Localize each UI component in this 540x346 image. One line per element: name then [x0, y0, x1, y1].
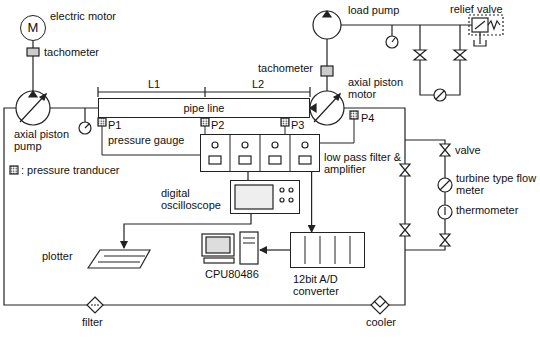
part-label: cooler	[366, 316, 396, 328]
computer: CPU80486	[200, 232, 260, 264]
part-label: turbine type flow meter	[456, 172, 538, 196]
part-label: P2	[211, 119, 224, 131]
legend-text: : pressure tranducer	[21, 164, 119, 176]
device-caption: low pass filter & amplifier	[324, 151, 419, 175]
part-label: P3	[291, 119, 304, 131]
part-label: electric motor	[50, 10, 116, 22]
pipe-line: pipe line	[98, 98, 310, 118]
node-text: pipe line	[99, 99, 309, 117]
part-label: valve	[455, 144, 481, 156]
device-caption: CPU80486	[205, 268, 259, 280]
part-label: axial piston pump	[14, 128, 76, 152]
device-caption: digital oscilloscope	[161, 187, 227, 211]
device-caption: 12bit A/D converter	[293, 273, 373, 297]
part-label: thermometer	[456, 204, 518, 216]
part-label: load pump	[348, 4, 399, 16]
node-text: M	[21, 16, 45, 40]
part-label: tachometer	[258, 62, 313, 74]
ad-converter: 12bit A/D converter	[290, 232, 365, 268]
signal-cable	[247, 172, 248, 180]
device-caption: plotter	[42, 250, 73, 262]
filter-amplifier: low pass filter & amplifier	[200, 134, 320, 172]
part-label: axial piston motor	[348, 76, 406, 100]
plotter: plotter	[85, 248, 150, 270]
motor-circle: M	[20, 15, 46, 41]
signal-cable	[311, 172, 312, 232]
part-label: relief valve	[450, 3, 503, 15]
part-label: P1	[108, 119, 121, 131]
oscilloscope: digital oscilloscope	[230, 180, 300, 214]
part-label: P4	[361, 112, 374, 124]
part-label: L2	[252, 78, 264, 90]
signal-cable	[124, 214, 251, 248]
part-label: L1	[148, 78, 160, 90]
part-label: filter	[82, 316, 103, 328]
signal-cable	[260, 249, 290, 250]
part-label: pressure gauge	[108, 134, 184, 146]
part-label: tachometer	[44, 46, 99, 58]
